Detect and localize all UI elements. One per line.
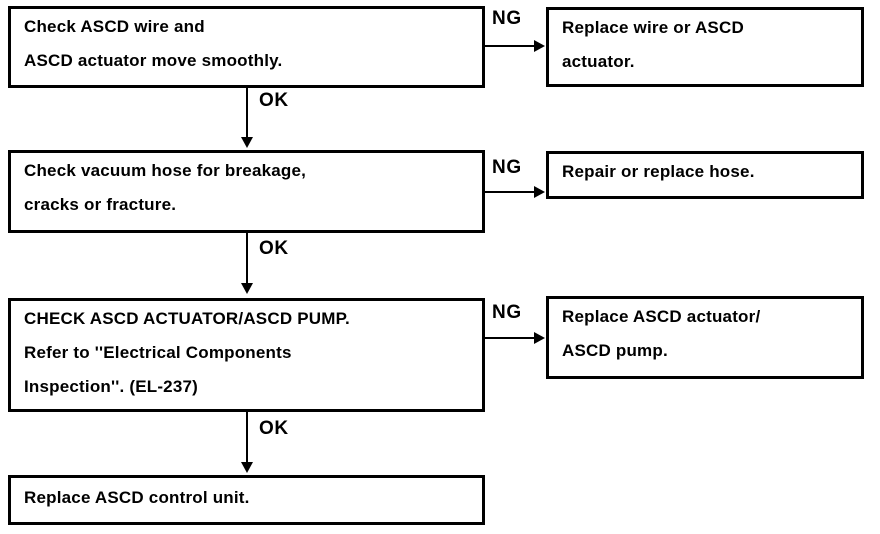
step-text-line: Replace wire or ASCD	[562, 18, 744, 37]
flow-step-1-check-box: Check ASCD wire and ASCD actuator move s…	[8, 6, 485, 88]
ok-arrow-down-icon	[241, 233, 253, 294]
ok-arrow-down-icon	[241, 88, 253, 148]
flow-final-action-box: Replace ASCD control unit.	[8, 475, 485, 525]
flow-step-3-ng-action-box: Replace ASCD actuator/ ASCD pump.	[546, 296, 864, 379]
step-text-line: Inspection''. (EL-237)	[24, 377, 199, 396]
ok-label: OK	[259, 418, 289, 439]
flow-step-3-check-box: CHECK ASCD ACTUATOR/ASCD PUMP. Refer to …	[8, 298, 485, 412]
step-text-line: Check vacuum hose for breakage,	[24, 161, 307, 180]
step-text-line: actuator.	[562, 52, 635, 71]
step-text-line: Replace ASCD actuator/	[562, 307, 761, 326]
step-text-line: Replace ASCD control unit.	[24, 488, 250, 507]
step-text-line: Repair or replace hose.	[562, 162, 755, 181]
ng-label: NG	[492, 157, 522, 178]
step-text-line: cracks or fracture.	[24, 195, 177, 214]
ok-label: OK	[259, 238, 289, 259]
ng-arrow-right-icon	[485, 40, 545, 52]
ok-arrow-down-icon	[241, 412, 253, 473]
step-text-line: Refer to ''Electrical Components	[24, 343, 292, 362]
ok-label: OK	[259, 90, 289, 111]
flow-step-1-ng-action-box: Replace wire or ASCD actuator.	[546, 7, 864, 87]
step-text-line: ASCD pump.	[562, 341, 668, 360]
step-text-line: CHECK ASCD ACTUATOR/ASCD PUMP.	[24, 309, 350, 328]
ng-label: NG	[492, 8, 522, 29]
flow-step-2-ng-action-box: Repair or replace hose.	[546, 151, 864, 199]
step-text-line: ASCD actuator move smoothly.	[24, 51, 283, 70]
ng-arrow-right-icon	[485, 332, 545, 344]
step-text-line: Check ASCD wire and	[24, 17, 205, 36]
flow-step-2-check-box: Check vacuum hose for breakage, cracks o…	[8, 150, 485, 233]
ng-label: NG	[492, 302, 522, 323]
ng-arrow-right-icon	[485, 186, 545, 198]
